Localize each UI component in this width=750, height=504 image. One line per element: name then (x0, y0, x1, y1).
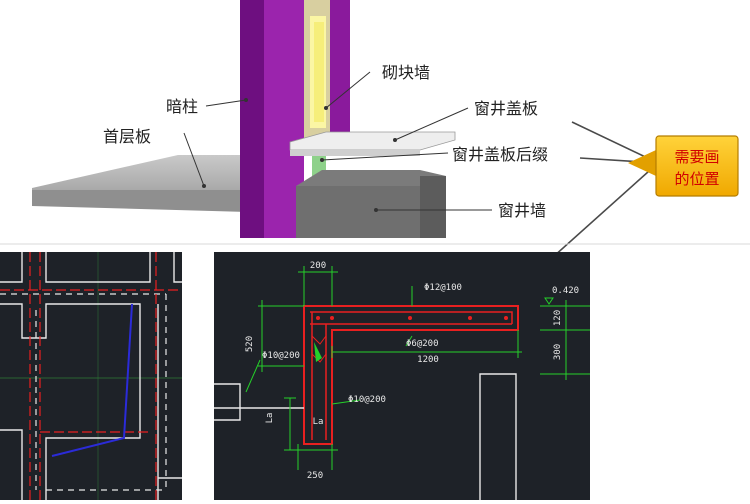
elevation-label: 0.420 (552, 286, 579, 296)
cad-section-outline (303, 305, 519, 445)
first-floor-slab-top (32, 155, 248, 190)
window-well-wall-side (420, 176, 446, 238)
callout-line2: 的位置 (674, 170, 719, 188)
cad-plan-blue-line (51, 303, 133, 457)
callout-line1: 需要画 (674, 148, 719, 166)
first-floor-slab-edge (32, 190, 248, 212)
dim-1200: 1200 (417, 355, 439, 365)
rebar-dist-label: Φ6@200 (406, 339, 439, 349)
rebar-wall-label: Φ10@200 (262, 351, 300, 361)
cad-plan (0, 252, 182, 500)
hidden-column-right-face (330, 0, 350, 140)
rebar-wall2-label: Φ10@200 (348, 395, 386, 405)
masonry-wall-inner (314, 22, 324, 122)
3d-model: 砌块墙 暗柱 窗井盖板 首层板 窗井盖板后缀 窗井墙 (32, 0, 548, 238)
dim-300: 300 (553, 344, 563, 360)
dim-250: 250 (307, 471, 323, 481)
la-side-label: La (265, 413, 275, 424)
label-first-floor-slab: 首层板 (103, 127, 151, 146)
label-hidden-column: 暗柱 (166, 97, 198, 116)
label-window-well-wall: 窗井墙 (498, 201, 546, 220)
dim-120: 120 (553, 310, 563, 326)
window-well-wall-top (296, 170, 446, 186)
cad-plan-background (0, 252, 182, 500)
dim-200: 200 (310, 261, 326, 271)
la-inner-label: La (313, 417, 324, 427)
label-window-well-cover: 窗井盖板 (474, 99, 538, 118)
hidden-column-left-face (240, 0, 264, 238)
callout: 需要画 的位置 (504, 121, 739, 301)
label-masonry-wall: 砌块墙 (382, 63, 430, 82)
cad-section: 200 Φ12@100 Φ6@200 1200 520 Φ10@200 Φ10@… (214, 252, 590, 500)
callout-box (655, 135, 739, 197)
rebar-top-label: Φ12@100 (424, 283, 462, 293)
dim-520: 520 (245, 336, 255, 352)
window-well-cover-edge (290, 150, 420, 156)
cad-section-background (214, 252, 590, 500)
callout-pointer (628, 150, 656, 176)
label-cover-post-pour: 窗井盖板后缀 (452, 145, 548, 164)
